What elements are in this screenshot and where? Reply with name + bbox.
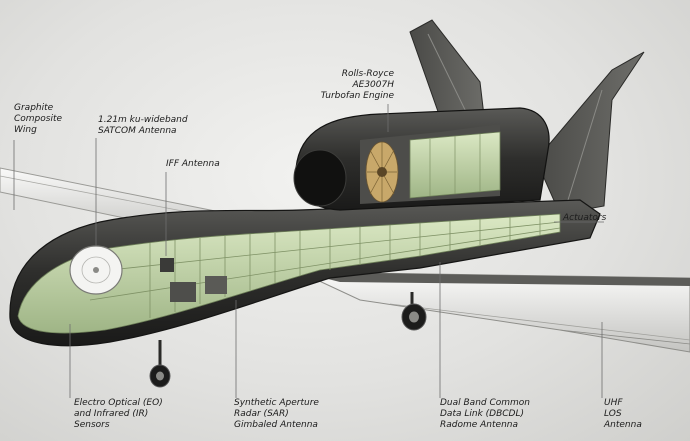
right-wing xyxy=(299,271,690,353)
callout-line: Radome Antenna xyxy=(440,420,519,430)
callout-line: Rolls-Royce xyxy=(341,69,394,79)
callout-line: Dual Band Common xyxy=(440,398,531,408)
callout-line: SATCOM Antenna xyxy=(98,126,177,136)
callout-line: AE3007H xyxy=(352,80,394,90)
callout-line: Radar (SAR) xyxy=(234,409,289,419)
callout-line: LOS xyxy=(604,409,622,419)
callout-line: Actuators xyxy=(563,213,607,223)
satcom-dish xyxy=(69,245,123,295)
nose-landing-gear xyxy=(149,340,171,388)
callout-line: Wing xyxy=(14,125,37,135)
callout-line: Graphite xyxy=(14,103,54,113)
callout-actuators: Actuators xyxy=(563,213,606,224)
callout-line: Sensors xyxy=(74,420,110,430)
callout-eo-ir-sensors: Electro Optical (EO)and Infrared (IR)Sen… xyxy=(74,398,163,431)
engine-nacelle xyxy=(293,107,550,211)
callout-iff-antenna: IFF Antenna xyxy=(166,159,220,170)
callout-line: and Infrared (IR) xyxy=(74,409,149,419)
main-landing-gear xyxy=(401,292,427,331)
callout-line: Electro Optical (EO) xyxy=(74,398,163,408)
callout-line: Synthetic Aperture xyxy=(234,398,319,408)
turbofan-blades xyxy=(365,141,399,203)
callout-line: Data Link (DBCDL) xyxy=(440,409,524,419)
callout-line: UHF xyxy=(604,398,623,408)
callout-line: Gimbaled Antenna xyxy=(234,420,318,430)
callout-line: 1.21m ku-wideband xyxy=(98,115,188,125)
callout-line: Composite xyxy=(14,114,63,124)
callout-line: Antenna xyxy=(604,420,642,430)
callout-line: Turbofan Engine xyxy=(320,91,394,101)
callout-leaders xyxy=(13,104,604,398)
fuselage xyxy=(9,199,601,347)
callout-line: IFF Antenna xyxy=(166,159,220,169)
